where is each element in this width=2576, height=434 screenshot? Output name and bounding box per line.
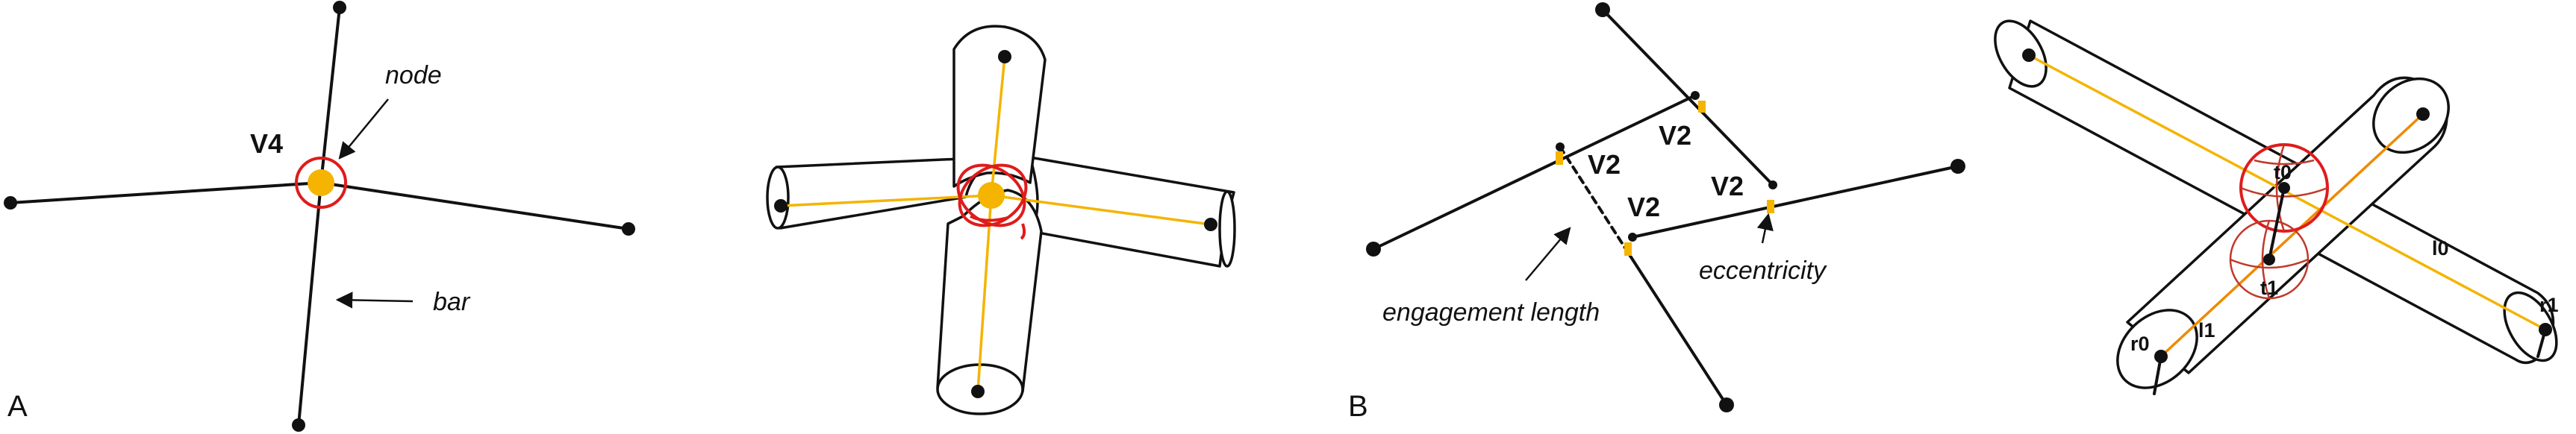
panel-label-b: B bbox=[1348, 390, 1368, 423]
sphere-t1-grid bbox=[2230, 220, 2309, 299]
node-marker bbox=[308, 169, 334, 196]
valence-label-v4: V4 bbox=[250, 128, 283, 159]
contact-marker-4 bbox=[1624, 242, 1632, 256]
contact-segment bbox=[2268, 186, 2286, 261]
eccentricity-pointer-arrow bbox=[1756, 213, 1774, 244]
contact-marker-1 bbox=[1556, 151, 1563, 165]
tube-top-end bbox=[998, 50, 1011, 63]
contact-marker-2 bbox=[1698, 101, 1706, 113]
r0-label: r0 bbox=[2130, 333, 2150, 355]
bar-b3-inner-end bbox=[1628, 233, 1637, 242]
bar-end-bottom bbox=[292, 418, 305, 432]
tube-right-end bbox=[1204, 218, 1217, 231]
tube-left-cap bbox=[766, 166, 790, 230]
engagement-gap bbox=[1559, 145, 1629, 253]
l0-end-point bbox=[2539, 323, 2552, 336]
tube-l1-cap-start bbox=[2116, 309, 2198, 389]
node-label: node bbox=[385, 61, 442, 89]
figure-a-line-model: node bar V4 A bbox=[4, 1, 635, 432]
tube-left-end bbox=[774, 199, 788, 213]
bar-b1-inner-end bbox=[1691, 91, 1700, 100]
bar-b1 bbox=[1372, 94, 1697, 251]
bar-line-top bbox=[319, 6, 341, 184]
l0-start-point bbox=[2022, 48, 2036, 62]
bar-b4-inner-end bbox=[1556, 142, 1565, 151]
centerline-l1 bbox=[2159, 113, 2424, 358]
tube-bottom bbox=[936, 189, 1043, 393]
r1-label: r1 bbox=[2539, 294, 2559, 316]
engagement-pointer-arrow bbox=[1525, 227, 1571, 281]
centerline-bottom bbox=[976, 195, 993, 392]
bar-end-right bbox=[622, 222, 635, 236]
t1-label: t1 bbox=[2260, 277, 2278, 299]
bar-b3-end bbox=[1950, 159, 1965, 174]
bar-b1-end bbox=[1366, 242, 1381, 257]
tube-l1-cap-end bbox=[2372, 77, 2450, 154]
contact-point-t0 bbox=[2278, 182, 2290, 194]
tube-right bbox=[1029, 156, 1235, 268]
centerline-right bbox=[991, 194, 1211, 226]
figure-b-tube-model: t0 t1 l0 l1 r0 r1 bbox=[1994, 19, 2559, 395]
bar-b4 bbox=[1626, 250, 1728, 406]
l1-label: l1 bbox=[2198, 319, 2215, 342]
bar-label: bar bbox=[433, 288, 471, 316]
joint-curve-a bbox=[958, 163, 1028, 227]
bar-b2 bbox=[1601, 8, 1774, 186]
eccentricity-label: eccentricity bbox=[1699, 257, 1827, 285]
engagement-length-label: engagement length bbox=[1382, 298, 1600, 327]
bar-pointer-arrow bbox=[335, 292, 414, 309]
bar-b2-end bbox=[1595, 2, 1610, 17]
bar-b2-inner-end bbox=[1768, 180, 1777, 189]
centerline-top bbox=[990, 56, 1006, 196]
valence-label-v2-top: V2 bbox=[1659, 120, 1691, 151]
valence-label-v2-bottom: V2 bbox=[1627, 192, 1660, 222]
figure-b-line-model: V2 V2 V2 V2 engagement length eccentrici… bbox=[1348, 2, 1965, 423]
tube-l0-cap-start bbox=[1994, 19, 2048, 88]
figure-a-tube-model bbox=[766, 25, 1236, 415]
joint-node-marker bbox=[978, 182, 1005, 209]
joint-curve-c bbox=[970, 215, 1026, 240]
valence-label-v2-left: V2 bbox=[1588, 149, 1621, 180]
bar-line-bottom bbox=[297, 181, 322, 427]
t0-label: t0 bbox=[2274, 161, 2292, 183]
contact-point-t1 bbox=[2263, 254, 2275, 265]
panel-label-a: A bbox=[7, 390, 28, 423]
tube-right-cap bbox=[1218, 190, 1236, 268]
node-ring bbox=[295, 157, 347, 209]
bar-line-right bbox=[319, 181, 630, 230]
bar-line-left bbox=[9, 181, 322, 204]
contact-marker-3 bbox=[1767, 200, 1774, 213]
valence-label-v2-right: V2 bbox=[1711, 171, 1744, 201]
node-pointer-arrow bbox=[338, 98, 389, 160]
bar-b4-end bbox=[1719, 397, 1734, 412]
l1-start-point bbox=[2154, 350, 2168, 363]
l0-label: l0 bbox=[2432, 237, 2449, 260]
l1-end-point bbox=[2416, 107, 2430, 121]
tube-bottom-end bbox=[971, 385, 985, 398]
tube-l0-cap-end bbox=[2503, 291, 2558, 362]
bar-end-top bbox=[333, 1, 346, 14]
bar-b3 bbox=[1631, 165, 1959, 239]
centerline-left bbox=[780, 194, 992, 207]
bar-end-left bbox=[4, 196, 17, 210]
